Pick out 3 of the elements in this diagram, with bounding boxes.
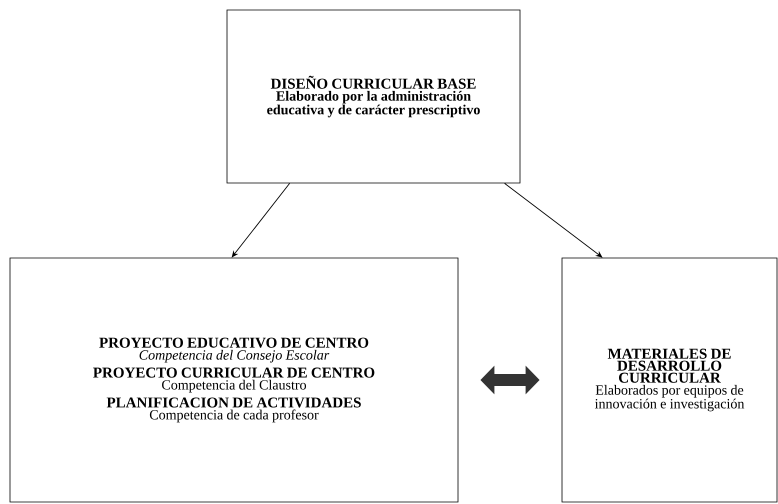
text-box: PROYECTO EDUCATIVO DE CENTRO Competencia del Consejo Escolar PROYECTO CURRICULAR DE CENTRO Competencia del Claustro PLANIFICACION DE ACTIVIDADES Competencia de cada profesor bbox=[10, 258, 458, 502]
text-box: DISEÑO CURRICULAR BASE Elaborado por la administración educativa y de carácter prescriptivo bbox=[226, 10, 520, 184]
text-box: MATERIALES DE DESARROLLO CURRICULAR Elaborados por equipos de innovación e investigación bbox=[562, 258, 778, 502]
